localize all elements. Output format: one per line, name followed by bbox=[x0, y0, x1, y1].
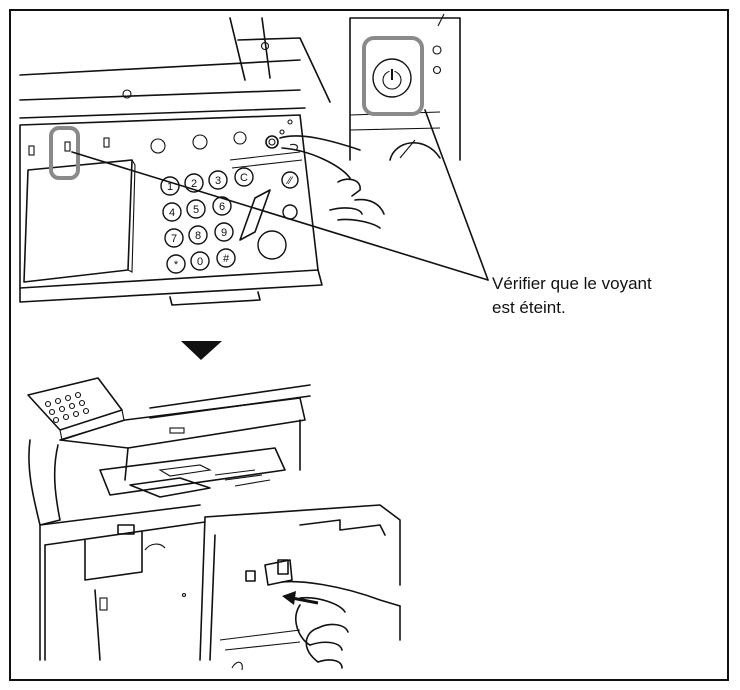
down-triangle-icon bbox=[181, 341, 222, 360]
keypad-key bbox=[212, 196, 232, 216]
led-highlight bbox=[49, 126, 80, 180]
keypad-key-label: 4 bbox=[169, 207, 175, 219]
keypad-key-label: 1 bbox=[167, 181, 173, 193]
machine-side-drawing bbox=[27, 377, 401, 671]
keypad-key-label: 9 bbox=[221, 227, 227, 239]
keypad-key-label: 6 bbox=[219, 201, 225, 213]
hand-pressing-power bbox=[279, 135, 385, 229]
keypad-key bbox=[164, 228, 184, 248]
callout-text: Vérifier que le voyant est éteint. bbox=[492, 274, 652, 317]
power-inset bbox=[349, 13, 461, 161]
hand-pressing-switch bbox=[281, 580, 401, 669]
keypad-key-label: 7 bbox=[171, 233, 177, 245]
keypad-key bbox=[208, 170, 228, 190]
operation-panel-drawing: ⁄⁄ bbox=[19, 17, 331, 306]
keypad-key-label: C bbox=[240, 172, 248, 184]
keypad-key-label: # bbox=[223, 253, 230, 265]
keypad-key-label: 3 bbox=[215, 175, 221, 187]
power-icon bbox=[382, 68, 402, 90]
keypad-key bbox=[166, 254, 186, 274]
keypad-key bbox=[190, 251, 210, 271]
keypad-key bbox=[234, 167, 254, 187]
keypad-key-label: 2 bbox=[191, 178, 197, 190]
small-keypad bbox=[44, 391, 90, 424]
numeric-keypad: 1 2 3 C 4 5 6 7 8 9 * 0 # bbox=[160, 167, 254, 274]
keypad-key bbox=[216, 248, 236, 268]
keypad-key-label: * bbox=[174, 259, 179, 271]
keypad-key-label: 5 bbox=[193, 204, 199, 216]
keypad-key-label: 8 bbox=[195, 230, 201, 242]
svg-text:⁄⁄: ⁄⁄ bbox=[285, 175, 294, 187]
keypad-key-label: 0 bbox=[197, 256, 203, 268]
keypad-key bbox=[188, 225, 208, 245]
callout-leaders bbox=[71, 109, 489, 281]
arrow-left-icon bbox=[282, 591, 319, 605]
keypad-key bbox=[162, 202, 182, 222]
keypad-key bbox=[214, 222, 234, 242]
keypad-key bbox=[186, 199, 206, 219]
